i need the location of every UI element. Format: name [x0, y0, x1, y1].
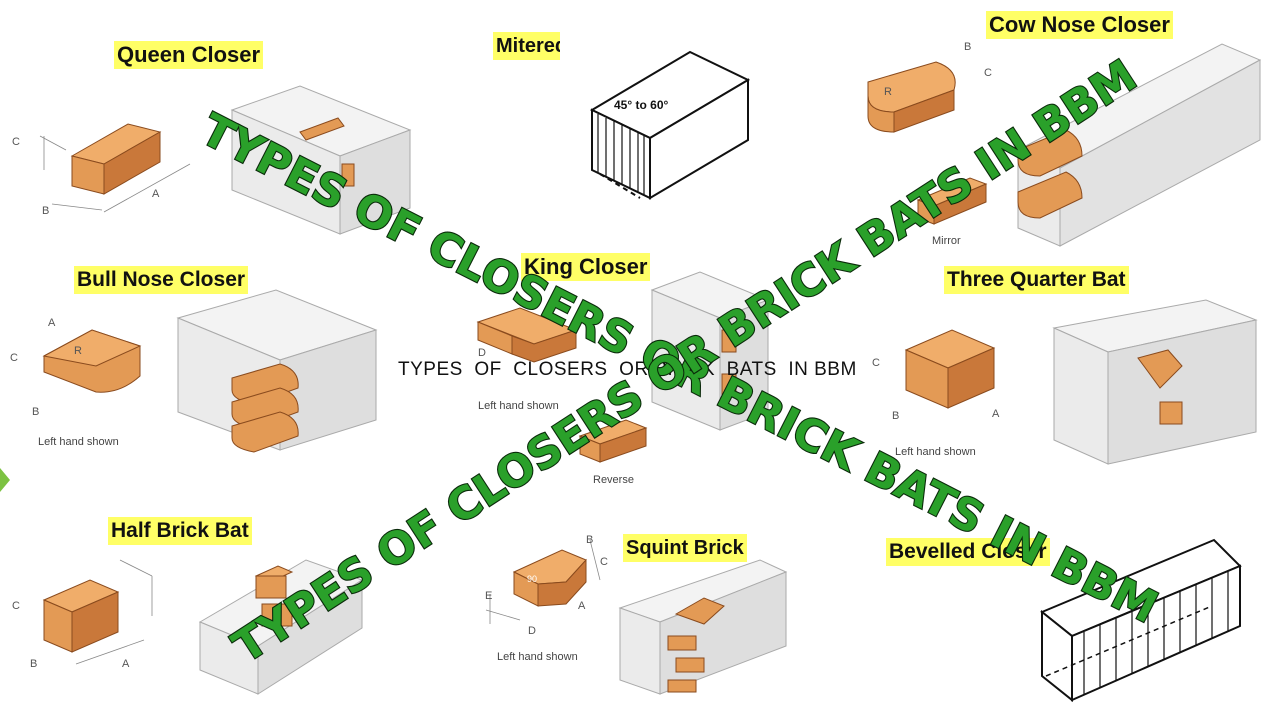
cow-nose-closer-title: Cow Nose Closer	[986, 11, 1173, 39]
queen-closer-wall	[230, 85, 412, 235]
squint-wall	[618, 559, 788, 695]
three-quarter-bat-title: Three Quarter Bat	[944, 266, 1129, 294]
half-brick-bat-title: Half Brick Bat	[108, 517, 252, 545]
king-closer-reverse-brick	[578, 419, 648, 463]
bevelled-closer-title: Bevelled Closer	[886, 538, 1050, 566]
side-tab-marker	[0, 468, 10, 492]
tq-dim-a: A	[992, 408, 1000, 420]
half-brick-bat-illustration	[42, 559, 364, 695]
king-dim-d: D	[478, 347, 486, 359]
bull-dim-b: B	[32, 406, 40, 418]
squint-caption: Left hand shown	[497, 651, 578, 663]
cow-nose-mirror-brick	[916, 177, 988, 225]
cow-nose-wall	[1016, 43, 1262, 247]
center-overlay-text: TYPES OF CLOSERS OR BRICK BATS IN BBM	[398, 359, 857, 380]
queen-closer-illustration	[39, 85, 412, 235]
bull-dim-c: C	[10, 352, 18, 364]
half-dim-b: B	[30, 658, 38, 670]
bull-nose-wall	[176, 289, 378, 453]
queen-dim-b: B	[42, 205, 50, 217]
squint-dim-b: B	[586, 534, 594, 546]
cow-nose-brick	[867, 61, 956, 133]
bull-nose-brick	[42, 329, 142, 393]
mitered-closer-illustration	[560, 28, 774, 212]
bull-dim-r: R	[74, 345, 82, 357]
three-quarter-bat-illustration	[904, 299, 1258, 465]
bull-nose-caption: Left hand shown	[38, 436, 119, 448]
squint-dim-c: C	[600, 556, 608, 568]
tq-dim-c: C	[872, 357, 880, 369]
cow-dim-b: B	[964, 41, 972, 53]
queen-closer-brick	[70, 123, 162, 195]
cow-dim-c: C	[984, 67, 992, 79]
half-brick-wall	[198, 559, 364, 695]
cow-nose-caption: Mirror	[932, 235, 961, 247]
squint-brick	[512, 549, 587, 607]
tq-dim-b: B	[892, 410, 900, 422]
squint-angle: 90	[527, 574, 538, 584]
half-dim-c: C	[12, 600, 20, 612]
three-quarter-brick	[904, 329, 996, 409]
king-closer-wall	[650, 271, 770, 431]
squint-dim-a: A	[578, 600, 586, 612]
king-closer-title: King Closer	[521, 253, 651, 281]
squint-dim-e: E	[485, 590, 493, 602]
queen-closer-title: Queen Closer	[114, 41, 264, 69]
squint-dim-d: D	[528, 625, 536, 637]
half-dim-a: A	[122, 658, 130, 670]
king-closer-brick	[476, 307, 578, 363]
squint-brick-title: Squint Brick	[623, 534, 747, 562]
mitered-angle-label: 45° to 60°	[614, 98, 669, 112]
queen-dim-c: C	[12, 136, 20, 148]
three-quarter-caption: Left hand shown	[895, 446, 976, 458]
king-closer-reverse-caption: Reverse	[593, 474, 634, 486]
cow-dim-r: R	[884, 86, 892, 98]
bull-nose-closer-title: Bull Nose Closer	[74, 266, 249, 294]
bull-nose-closer-illustration	[42, 289, 378, 453]
squint-brick-illustration	[485, 539, 788, 695]
queen-dim-a: A	[152, 188, 160, 200]
king-closer-illustration	[476, 271, 770, 463]
bull-dim-a: A	[48, 317, 56, 329]
king-closer-caption: Left hand shown	[478, 400, 559, 412]
half-brick	[42, 579, 120, 653]
cow-nose-closer-illustration	[867, 43, 1262, 247]
three-quarter-wall	[1052, 299, 1258, 465]
